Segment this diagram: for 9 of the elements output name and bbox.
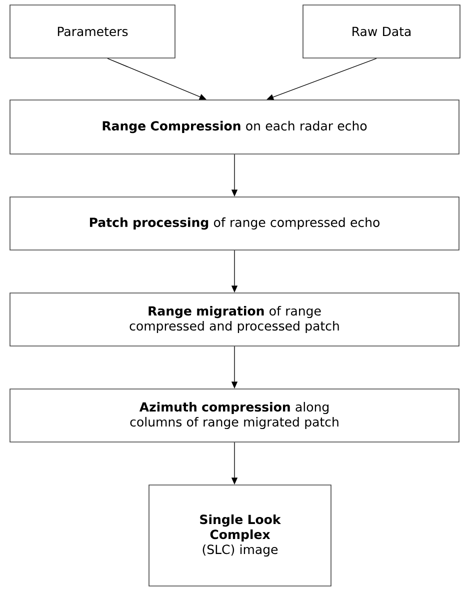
arrow: [266, 58, 377, 100]
process-box: Raw Data: [302, 4, 460, 58]
process-box: Azimuth compression along columns of range migrated patch: [10, 388, 460, 442]
process-box: Range migration of range compressed and processed patch: [10, 292, 460, 346]
arrow: [107, 58, 206, 100]
process-box: Single Look Complex (SLC) image: [148, 484, 332, 586]
process-box: Patch processing of range compressed echo: [10, 196, 460, 250]
process-box: Parameters: [10, 4, 176, 58]
process-box: Range Compression on each radar echo: [10, 100, 460, 154]
